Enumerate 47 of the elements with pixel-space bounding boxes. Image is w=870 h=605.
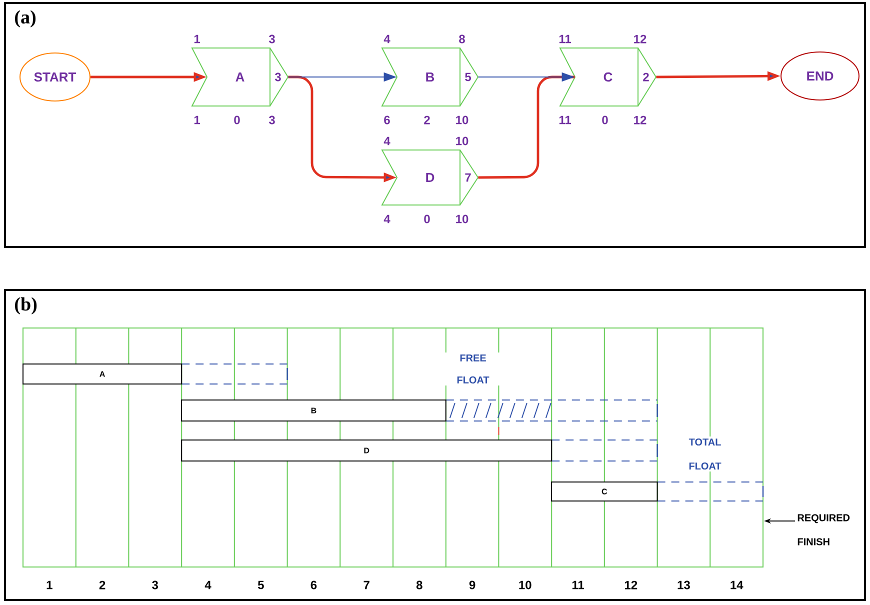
time-label: 8	[459, 34, 465, 44]
panel-label: (b)	[15, 297, 37, 314]
axis-label: 12	[624, 580, 638, 590]
time-label: 11	[559, 34, 571, 44]
time-label: 0	[424, 214, 430, 224]
activity-node: B 5	[381, 48, 479, 106]
axis-label: 2	[99, 580, 106, 590]
time-label: 3	[268, 34, 275, 44]
time-label: 0	[602, 116, 608, 124]
activity-node: D 7	[381, 150, 479, 206]
axis-label: 11	[572, 580, 584, 590]
axis-label: 9	[469, 580, 476, 590]
time-label: 4	[384, 136, 390, 146]
axis-label: 3	[152, 580, 158, 590]
activity-bar: D	[181, 440, 552, 462]
activity-node: C 2	[559, 48, 657, 106]
time-label: 12	[634, 34, 646, 44]
float-label: FREE FLOAT	[443, 352, 503, 386]
panel-label: (a)	[15, 10, 36, 28]
time-label: 0	[234, 116, 240, 124]
note-text: REQUIRED FINISH	[798, 514, 850, 546]
time-label: 11	[559, 116, 571, 124]
axis-label: 14	[730, 580, 744, 590]
axis-label: 4	[204, 580, 212, 590]
activity-node: A 3	[191, 48, 289, 106]
time-label: 3	[268, 116, 275, 124]
axis-label: 5	[258, 580, 264, 590]
axis-label: 10	[519, 580, 532, 590]
time-label: 6	[384, 116, 390, 124]
time-label: 2	[424, 116, 430, 124]
axis-label: 1	[46, 580, 52, 590]
axis-label: 8	[416, 580, 422, 590]
time-label: 10	[456, 136, 468, 146]
time-label: 4	[384, 214, 390, 224]
activity-bar: C	[551, 482, 658, 502]
axis-label: 13	[678, 580, 690, 590]
time-label: 4	[384, 34, 390, 44]
time-label: 10	[456, 214, 468, 224]
time-label: 1	[194, 116, 200, 124]
time-label: 10	[456, 116, 468, 124]
activity-bar: A	[22, 364, 182, 384]
time-label: 1	[194, 34, 200, 44]
activity-bar: B	[181, 400, 446, 422]
axis-label: 7	[364, 580, 370, 590]
axis-label: 6	[310, 580, 317, 590]
time-label: 12	[634, 116, 646, 124]
float-label: TOTAL FLOAT	[675, 436, 735, 472]
